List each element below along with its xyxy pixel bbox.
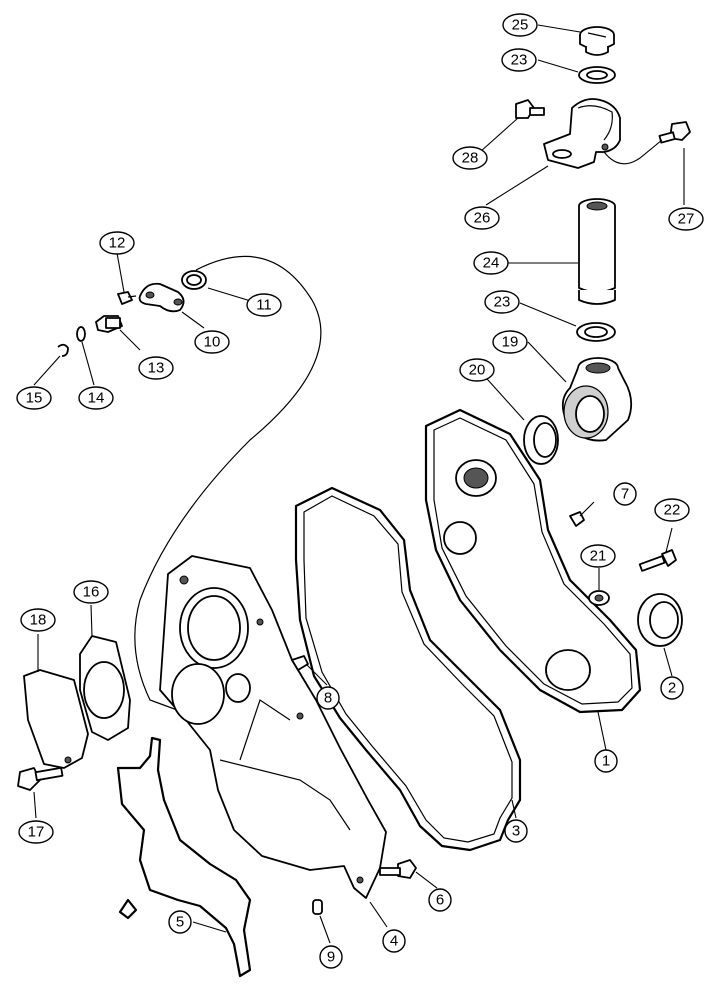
washer-part-14 bbox=[76, 326, 86, 342]
callout-14: 14 bbox=[88, 390, 105, 407]
callout-labels: 1 2 3 4 5 6 7 8 9 10 11 12 13 14 15 16 1… bbox=[26, 17, 695, 966]
callout-9: 9 bbox=[327, 949, 335, 966]
plug-part-21 bbox=[588, 590, 610, 606]
callout-19: 19 bbox=[502, 334, 519, 351]
callout-5: 5 bbox=[176, 914, 184, 931]
callout-11: 11 bbox=[256, 297, 272, 314]
fitting-part-13 bbox=[95, 315, 123, 333]
callout-7: 7 bbox=[621, 486, 629, 503]
plug-part-8 bbox=[291, 655, 309, 671]
seal-ring-23-top bbox=[578, 66, 616, 84]
leader-lines bbox=[33, 24, 685, 944]
routing-line-11-to-housing bbox=[134, 255, 322, 715]
callout-8: 8 bbox=[324, 690, 332, 707]
bolt-part-28 bbox=[515, 99, 545, 119]
cover-plate-part-18 bbox=[23, 669, 89, 769]
housing-part-19 bbox=[561, 357, 633, 442]
callout-15: 15 bbox=[26, 390, 43, 407]
seal-ring-23-lower bbox=[576, 322, 616, 342]
screw-part-12 bbox=[117, 291, 137, 305]
callout-24: 24 bbox=[483, 255, 500, 272]
callout-27: 27 bbox=[678, 211, 695, 228]
callout-22: 22 bbox=[664, 502, 681, 519]
clip-part-15 bbox=[57, 343, 69, 357]
gasket-part-5 bbox=[116, 736, 252, 978]
oil-seal-part-2 bbox=[637, 593, 683, 647]
cap-part-25 bbox=[579, 26, 615, 56]
callout-2: 2 bbox=[668, 680, 676, 697]
callout-1: 1 bbox=[602, 753, 610, 770]
flange-part-10 bbox=[138, 282, 185, 313]
callout-13: 13 bbox=[148, 360, 165, 377]
callout-23-lower: 23 bbox=[494, 294, 511, 311]
tube-part-24 bbox=[578, 198, 616, 305]
callout-6: 6 bbox=[436, 892, 444, 909]
callout-25: 25 bbox=[512, 17, 529, 34]
callout-18: 18 bbox=[30, 612, 47, 629]
callout-28: 28 bbox=[462, 150, 479, 167]
callout-16: 16 bbox=[83, 584, 100, 601]
callout-23-top: 23 bbox=[511, 52, 528, 69]
callout-26: 26 bbox=[474, 210, 491, 227]
front-cover-part-1 bbox=[424, 408, 642, 714]
callout-21: 21 bbox=[590, 548, 607, 565]
callout-10: 10 bbox=[204, 334, 221, 351]
bolt-part-17 bbox=[17, 766, 64, 791]
bracket-part-26 bbox=[543, 98, 621, 169]
front-housing-part-4 bbox=[159, 555, 387, 899]
callout-3: 3 bbox=[512, 823, 520, 840]
bolt-part-27 bbox=[658, 121, 691, 144]
callout-17: 17 bbox=[28, 824, 45, 841]
bolt-part-22 bbox=[638, 549, 677, 572]
bolt-part-6 bbox=[379, 859, 417, 879]
gasket-part-16 bbox=[79, 635, 131, 741]
gasket-part-11 bbox=[181, 270, 207, 290]
ring-part-20 bbox=[523, 415, 559, 465]
callout-shapes bbox=[16, 13, 704, 969]
pin-part-9 bbox=[312, 899, 323, 915]
callout-4: 4 bbox=[390, 933, 398, 950]
callout-20: 20 bbox=[469, 362, 486, 379]
callout-12: 12 bbox=[109, 235, 126, 252]
